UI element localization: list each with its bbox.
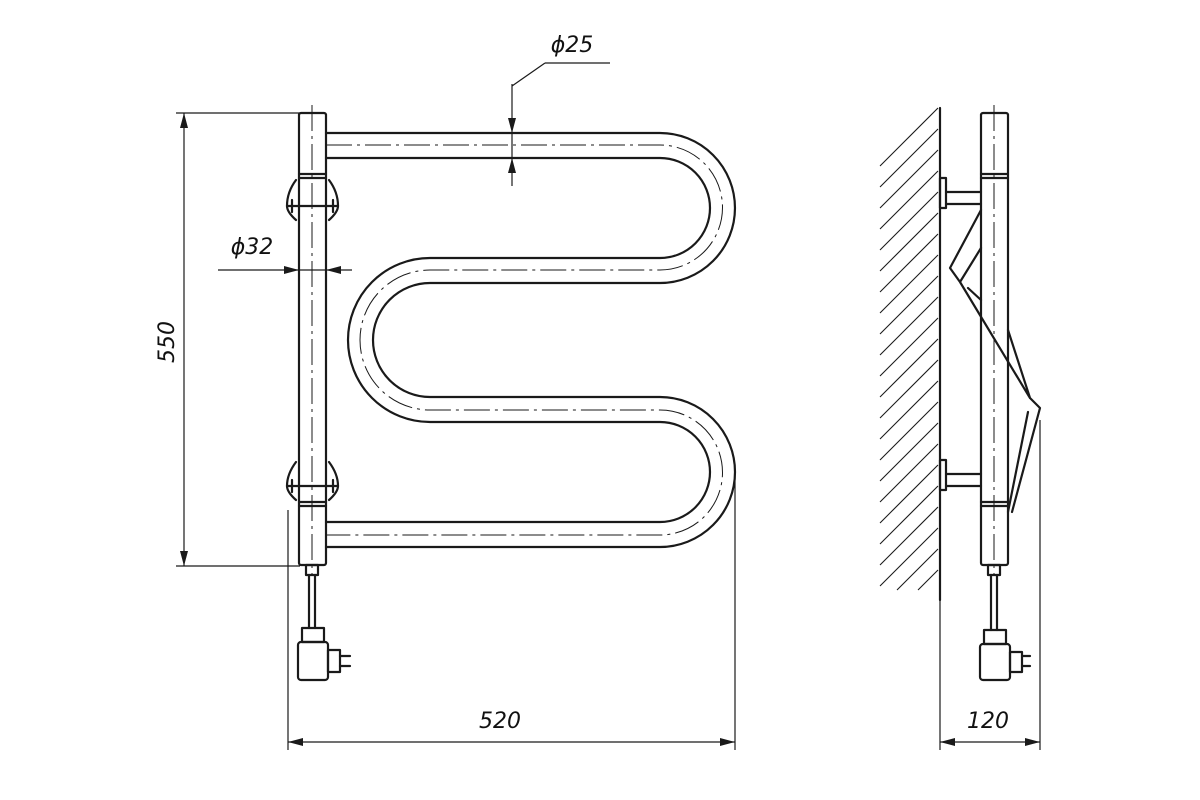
side-plug — [978, 628, 1032, 682]
dimension-height: 550 — [155, 112, 300, 567]
hatch-line — [879, 128, 939, 188]
serpentine-pipe-outer — [324, 131, 737, 549]
dimension-pipe-diameter-label: ϕ25 — [551, 33, 594, 58]
front-view — [285, 105, 737, 682]
side-view — [879, 105, 1042, 682]
hatch-line — [879, 359, 939, 419]
wall-bracket-lower — [285, 460, 340, 502]
hatch-line — [879, 506, 939, 566]
hatch-line — [879, 401, 939, 461]
hatch-line — [917, 569, 939, 591]
hatch-line — [896, 548, 939, 591]
hatch-line — [879, 527, 939, 587]
vertical-column — [297, 105, 328, 575]
hatch-line — [879, 338, 939, 398]
serpentine-pipe-axis — [326, 144, 723, 536]
hatch-line — [879, 233, 939, 293]
dimension-pipe-diameter: ϕ25 — [508, 33, 610, 186]
wall-bracket-upper — [285, 178, 340, 222]
hatch-line — [879, 380, 939, 440]
hatch-line — [879, 212, 939, 272]
hatch-line — [879, 296, 939, 356]
power-cable — [304, 563, 320, 630]
side-bracket-lower — [938, 458, 983, 492]
dimension-width-label: 520 — [479, 709, 521, 734]
hatch-line — [879, 107, 939, 167]
dimension-height-label: 550 — [155, 321, 180, 363]
dimension-column-diameter-label: ϕ32 — [231, 235, 274, 260]
hatch-line — [879, 275, 939, 335]
hatch-line — [879, 170, 939, 230]
hatch-line — [879, 254, 939, 314]
hatch-line — [879, 464, 939, 524]
hatch-line — [879, 422, 939, 482]
dimension-depth-label: 120 — [967, 709, 1009, 734]
dimension-depth: 120 — [939, 420, 1041, 750]
side-pipe — [948, 208, 1042, 514]
hatch-line — [879, 443, 939, 503]
hatch-line — [879, 149, 939, 209]
dimension-width: 520 — [287, 470, 736, 750]
dimension-column-diameter: ϕ32 — [218, 235, 352, 274]
side-bracket-upper — [938, 176, 983, 210]
serpentine-pipe-inner — [324, 156, 712, 524]
side-cable — [986, 563, 1002, 632]
hatch-line — [879, 317, 939, 377]
hatch-line — [879, 191, 939, 251]
wall-hatching — [879, 107, 939, 591]
hatch-line — [879, 485, 939, 545]
power-plug — [296, 626, 352, 682]
